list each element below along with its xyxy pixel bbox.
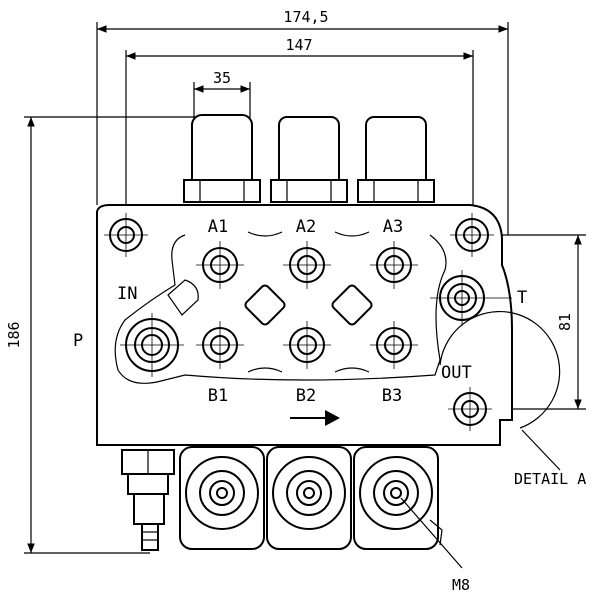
spool-cap-3: [353, 446, 443, 550]
port-t: [430, 270, 512, 326]
port-p-label: P: [73, 331, 83, 351]
mount-hole-right: [450, 213, 494, 257]
port-out: [448, 387, 492, 431]
port-b3-label: B3: [382, 386, 402, 406]
m8-label: M8: [452, 576, 470, 594]
port-b1: [196, 321, 244, 369]
detail-a-label: DETAIL A: [514, 470, 586, 488]
port-a1-label: A1: [208, 217, 228, 237]
spool-cap-1: [179, 446, 265, 550]
spool-cap-2: [266, 446, 352, 550]
port-a3: [370, 241, 418, 289]
diamond-boss-left: [244, 284, 286, 326]
lever-cap-3: [357, 116, 435, 203]
flow-direction-arrow: [290, 410, 340, 426]
dimension-body-width-label: 147: [285, 36, 312, 54]
diamond-boss-right: [331, 284, 373, 326]
dimension-lever-width-label: 35: [213, 69, 231, 87]
dimension-height: 186: [5, 116, 200, 554]
relief-valve-cartridge: [121, 449, 175, 551]
port-a3-label: A3: [383, 217, 403, 237]
port-t-label: T: [517, 288, 527, 308]
dimension-overall-width: 174,5: [96, 8, 509, 235]
port-in: [120, 313, 184, 377]
port-a2: [283, 241, 331, 289]
dimension-overall-width-label: 174,5: [283, 8, 328, 26]
dimension-port-spacing-label: 81: [556, 313, 574, 331]
port-b2: [283, 321, 331, 369]
port-b3: [370, 321, 418, 369]
lever-cap-2: [270, 116, 348, 203]
port-a1: [196, 241, 244, 289]
detail-circle: [439, 310, 561, 429]
port-a2-label: A2: [296, 217, 316, 237]
dimension-body-width: 147: [125, 36, 474, 215]
dimension-height-label: 186: [5, 321, 23, 348]
lever-cap-1: [183, 114, 261, 203]
port-b1-label: B1: [208, 386, 228, 406]
port-in-label: IN: [117, 284, 137, 304]
mount-hole-left: [104, 213, 148, 257]
detail-leader-line: [521, 429, 561, 471]
m8-leader-line: [400, 497, 463, 569]
port-out-label: OUT: [441, 363, 472, 383]
port-b2-label: B2: [296, 386, 316, 406]
dimension-lever-width: 35: [193, 69, 251, 120]
